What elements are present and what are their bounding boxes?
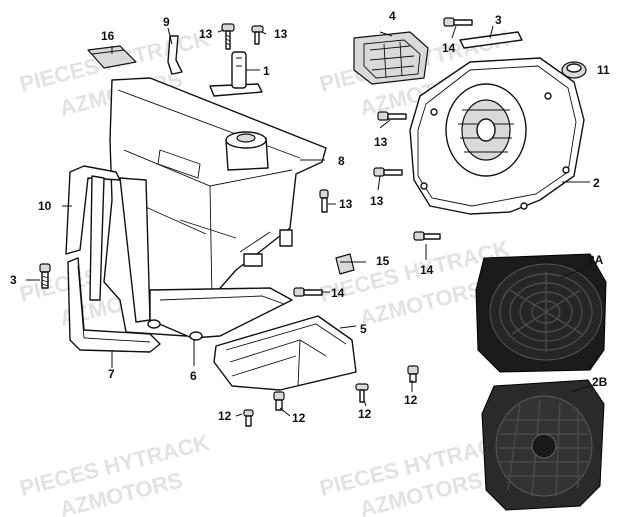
screw-icon bbox=[373, 167, 403, 177]
screw-icon bbox=[243, 409, 254, 427]
callout-14: 14 bbox=[420, 263, 434, 277]
callout-4: 4 bbox=[389, 9, 396, 23]
bolt-icon bbox=[413, 231, 441, 241]
callout-14: 14 bbox=[442, 41, 456, 55]
screw-icon bbox=[221, 23, 235, 50]
clip-icon bbox=[335, 253, 355, 275]
callout-5: 5 bbox=[360, 322, 367, 336]
part-5-duct bbox=[213, 315, 357, 391]
callout-11: 11 bbox=[597, 63, 610, 77]
part-7-lower-bracket bbox=[67, 257, 161, 353]
callout-3: 3 bbox=[10, 273, 17, 287]
callout-13: 13 bbox=[374, 135, 388, 149]
screw-icon bbox=[355, 383, 369, 403]
part-10-side-frame bbox=[65, 165, 151, 323]
callout-12: 12 bbox=[218, 409, 232, 423]
callout-13: 13 bbox=[339, 197, 353, 211]
callout-8: 8 bbox=[338, 154, 345, 168]
callout-7: 7 bbox=[108, 367, 115, 381]
callout-6: 6 bbox=[190, 369, 197, 383]
callout-12: 12 bbox=[404, 393, 418, 407]
callout-16: 16 bbox=[101, 29, 115, 43]
part-2-fan-cover bbox=[409, 57, 585, 215]
clip-icon bbox=[273, 391, 285, 411]
callout-2: 2 bbox=[593, 176, 600, 190]
callout-14: 14 bbox=[331, 286, 345, 300]
callout-2b: 2B bbox=[592, 375, 608, 389]
callout-15: 15 bbox=[376, 254, 390, 268]
bolt-icon bbox=[39, 263, 51, 289]
bolt-icon bbox=[319, 189, 329, 213]
part-6-lower-tray bbox=[147, 287, 293, 341]
part-2b-fan-cover-photo bbox=[481, 379, 605, 511]
part-3-strap bbox=[443, 17, 523, 49]
callout-10: 10 bbox=[38, 199, 52, 213]
part-2a-fan-cover-photo bbox=[475, 253, 607, 373]
callout-1: 1 bbox=[263, 64, 270, 78]
callout-9: 9 bbox=[163, 15, 170, 29]
part-8-main-shroud bbox=[103, 77, 327, 337]
part-4-filter bbox=[353, 31, 429, 85]
callout-3: 3 bbox=[495, 13, 502, 27]
part-16-flap bbox=[87, 45, 137, 69]
screw-icon bbox=[251, 25, 264, 45]
screw-icon bbox=[377, 111, 407, 121]
part-1-bracket bbox=[209, 51, 263, 97]
part-9-clip bbox=[167, 35, 183, 75]
callout-2a: 2A bbox=[588, 253, 604, 267]
callout-13: 13 bbox=[274, 27, 288, 41]
callout-12: 12 bbox=[292, 411, 306, 425]
part-11-grommet bbox=[561, 61, 587, 79]
clip-icon bbox=[407, 365, 419, 383]
callout-labels: 16 9 13 13 1 8 4 3 14 11 2 13 13 13 14 2… bbox=[10, 9, 610, 425]
leader-lines bbox=[26, 25, 591, 417]
callout-13: 13 bbox=[370, 194, 384, 208]
callout-12: 12 bbox=[358, 407, 372, 421]
callout-13: 13 bbox=[199, 27, 213, 41]
